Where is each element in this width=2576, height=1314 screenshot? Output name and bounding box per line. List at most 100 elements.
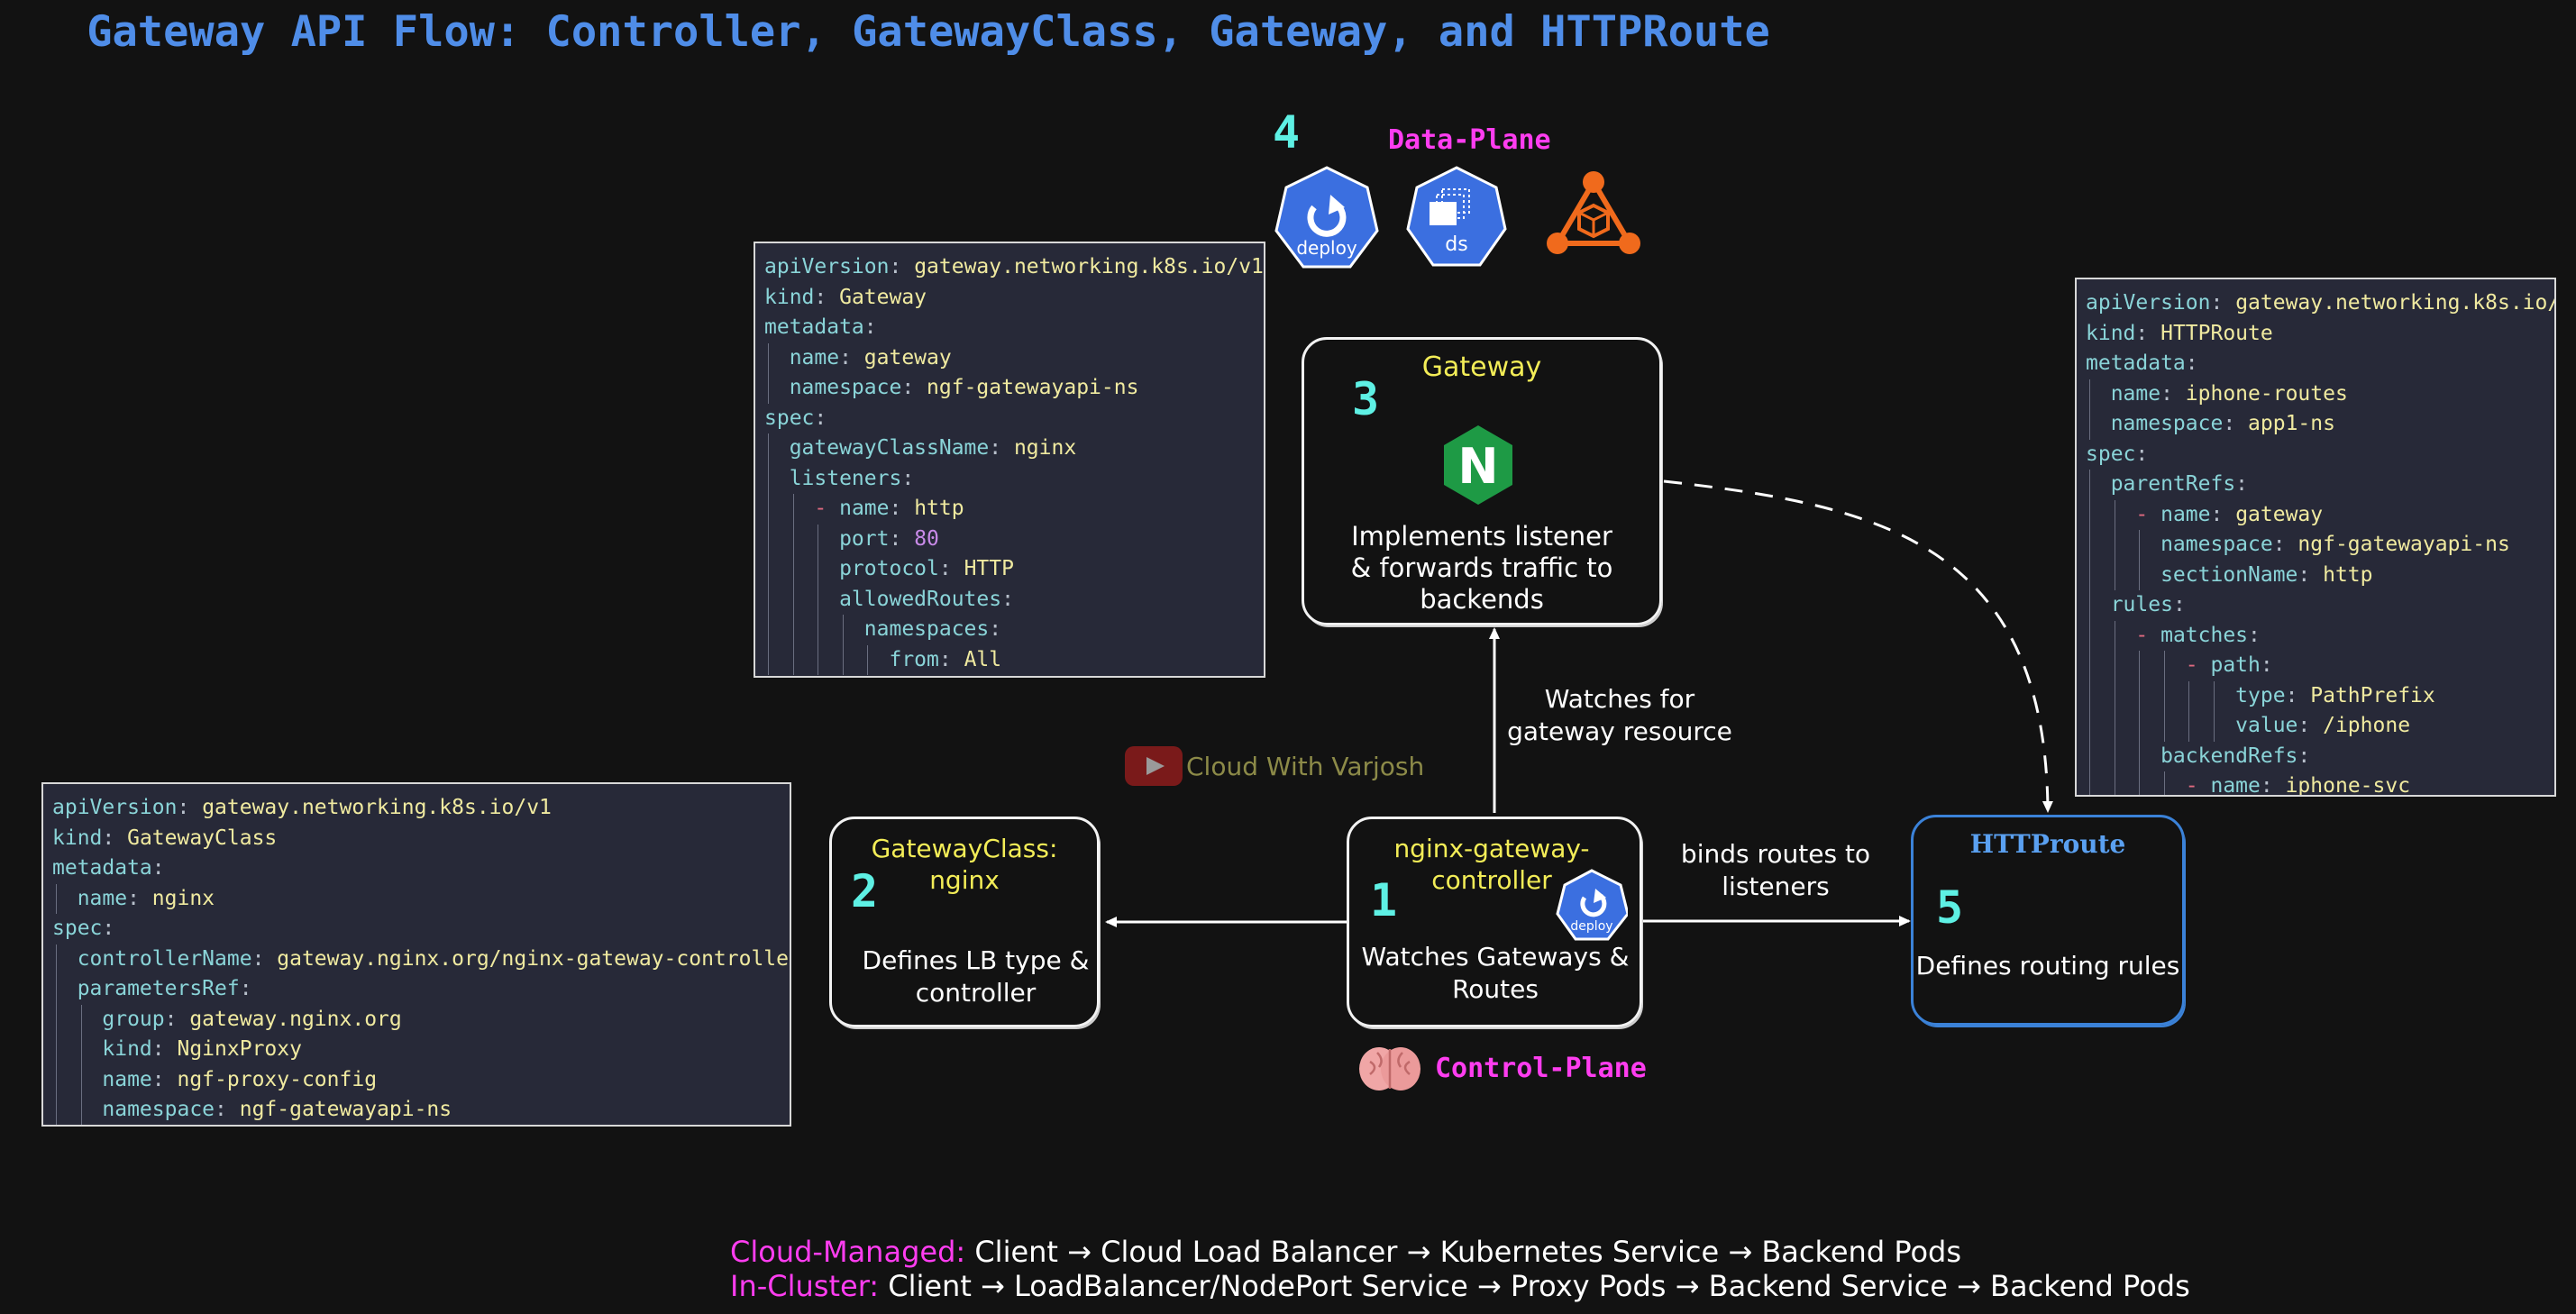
code-token: : (2235, 472, 2249, 496)
code-token: : (2297, 562, 2324, 587)
code-token: rules (2086, 593, 2173, 616)
code-token: : (814, 285, 840, 309)
deploy-icon: deploy (1274, 166, 1379, 269)
code-token: : (251, 946, 278, 971)
code-token: nginx (1013, 436, 1077, 460)
code-token: : (2260, 774, 2286, 797)
svg-text:deploy: deploy (1296, 237, 1357, 259)
code-line: value: /iphone (2086, 711, 2545, 742)
code-token: 80 (914, 526, 939, 551)
code-token: app1-ns (2248, 412, 2335, 435)
code-token: NginxProxy (177, 1037, 302, 1061)
code-token: metadata (2086, 351, 2186, 375)
daemonset-icon: ds (1406, 166, 1507, 267)
code-token: sectionName (2086, 562, 2298, 587)
code-token: backendRefs (2086, 744, 2298, 768)
gateway-box-number: 3 (1352, 373, 1380, 425)
httproute-box-number: 5 (1936, 881, 1964, 934)
code-token: : (177, 796, 203, 819)
code-token: from (764, 647, 939, 671)
code-line: type: PathPrefix (2086, 680, 2545, 711)
code-token: : (127, 886, 152, 910)
code-token: name (2160, 502, 2211, 526)
code-line: kind: GatewayClass (52, 824, 781, 854)
code-token: GatewayClass (127, 826, 278, 850)
code-token: : (2297, 714, 2324, 737)
footer-cluster-flow: Client → LoadBalancer/NodePort Service →… (888, 1269, 2190, 1303)
gatewayclass-box (829, 817, 1100, 1027)
gatewayclass-box-description: Defines LB type & controller (862, 945, 1090, 1008)
code-token: name (2086, 381, 2161, 406)
code-token: gateway.networking.k8s.io/v1 (2235, 291, 2556, 315)
code-token: http (2323, 562, 2373, 587)
gateway-box-title: Gateway (1421, 351, 1542, 383)
code-token: spec (2086, 442, 2136, 466)
code-line: port: 80 (764, 524, 1255, 554)
code-line: namespace: ngf-gatewayapi-ns (2086, 530, 2545, 561)
code-token: : (2185, 351, 2198, 375)
code-line: namespace: ngf-gatewayapi-ns (764, 373, 1255, 404)
code-token: All (964, 647, 1002, 671)
code-token: - (2086, 653, 2211, 677)
code-token: namespace (764, 376, 902, 399)
gatewayclass-box-number: 2 (851, 865, 879, 917)
controller-box-description: Watches Gateways & Routes (1361, 942, 1630, 1004)
code-token: : (2135, 321, 2161, 345)
code-token: controllerName (52, 946, 252, 971)
code-line: gatewayClassName: nginx (764, 433, 1255, 464)
code-token: : (2210, 291, 2236, 315)
controller-deploy-icon: deploy (1556, 869, 1628, 941)
code-token: - (764, 497, 840, 520)
footer-in-cluster: In-Cluster: Client → LoadBalancer/NodePo… (730, 1269, 2190, 1303)
code-token: name (839, 497, 890, 520)
code-token: PathPrefix (2310, 683, 2435, 707)
footer-cloud-managed: Cloud-Managed: Client → Cloud Load Balan… (730, 1235, 1961, 1269)
nginx-icon: N (1444, 425, 1512, 505)
code-token: : (151, 856, 165, 880)
httproute-box (1911, 815, 2185, 1026)
control-plane-label: Control-Plane (1435, 1053, 1647, 1084)
code-token: : (889, 526, 915, 551)
code-token: port (764, 526, 890, 551)
footer-cluster-label: In-Cluster: (730, 1269, 880, 1303)
code-line: metadata: (764, 313, 1255, 343)
code-token: value (2086, 714, 2298, 737)
code-token: group (52, 1007, 165, 1031)
code-token: : (164, 1007, 190, 1031)
controller-box-title: nginx-gateway-controller (1393, 834, 1590, 895)
code-line: group: gateway.nginx.org (52, 1004, 781, 1035)
code-token: spec (52, 917, 103, 940)
code-token: : (215, 1098, 240, 1121)
code-token: kind (52, 1037, 152, 1061)
code-token: : (989, 617, 1002, 641)
code-token: : (151, 1037, 178, 1061)
code-token: : (1001, 587, 1014, 611)
httproute-yaml-panel: apiVersion: gateway.networking.k8s.io/v1… (2075, 278, 2556, 797)
code-line: - name: http (764, 494, 1255, 525)
gateway-box (1302, 337, 1662, 625)
code-token: - (2086, 774, 2211, 797)
code-line: parametersRef: (52, 974, 781, 1005)
code-line: name: iphone-routes (2086, 379, 2545, 409)
data-plane-number: 4 (1273, 106, 1301, 159)
code-token: : (2260, 653, 2273, 677)
code-token: apiVersion (764, 255, 890, 278)
code-token: iphone-routes (2185, 381, 2348, 406)
code-token: kind (2086, 321, 2136, 345)
controller-box (1347, 817, 1642, 1027)
code-line: controllerName: gateway.nginx.org/nginx-… (52, 944, 790, 974)
code-line: kind: Gateway (764, 283, 1255, 314)
code-token: path (2210, 653, 2261, 677)
code-token: HTTPRoute (2160, 321, 2273, 345)
code-token: : (2210, 502, 2236, 526)
code-token: : (839, 345, 864, 370)
code-token: gateway (2235, 502, 2324, 526)
code-token: : (2248, 623, 2261, 647)
code-line: spec: (764, 404, 1255, 434)
code-token: iphone-svc (2285, 774, 2411, 797)
code-line: backendRefs: (2086, 741, 2545, 771)
code-token: : (863, 315, 877, 339)
code-token: ngf-gatewayapi-ns (239, 1098, 452, 1121)
code-token: : (2135, 442, 2149, 466)
code-line: apiVersion: gateway.networking.k8s.io/v1 (52, 793, 781, 824)
